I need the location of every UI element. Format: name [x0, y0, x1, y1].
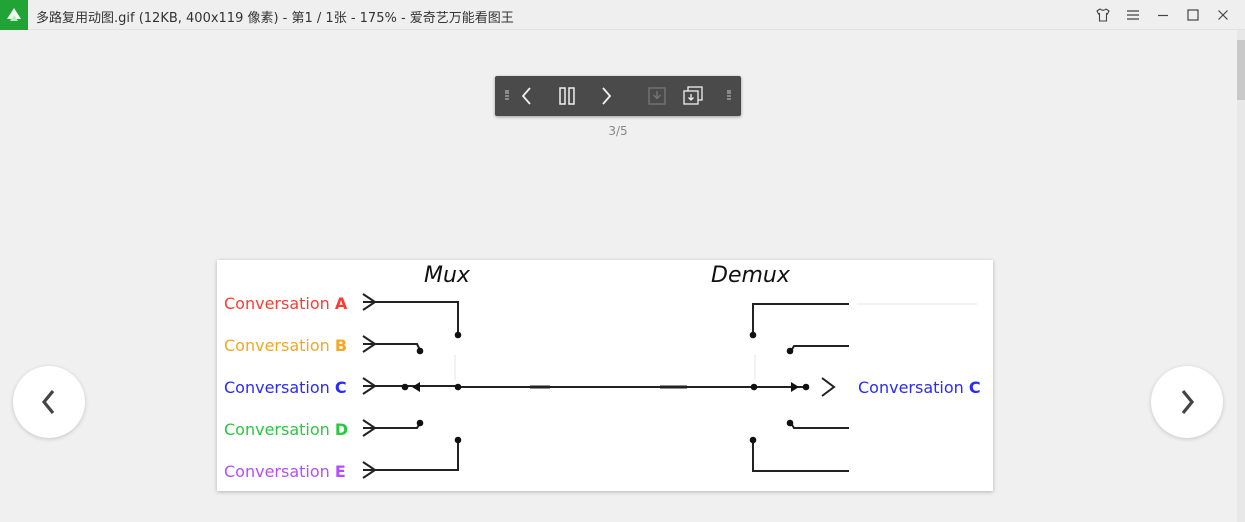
next-image-button[interactable]	[1151, 366, 1223, 438]
toolbar-grip-left-icon[interactable]	[505, 90, 509, 102]
previous-image-button[interactable]	[13, 366, 85, 438]
input-label-b: Conversation B	[224, 336, 347, 355]
chevron-left-icon	[41, 389, 55, 415]
output-label: Conversation C	[858, 378, 981, 397]
toolbar-grip-right-icon[interactable]	[727, 90, 731, 102]
previous-frame-button[interactable]	[515, 84, 539, 108]
input-labels: Conversation A Conversation B Conversation…	[224, 294, 348, 481]
mux-label: Mux	[424, 263, 471, 288]
save-all-frames-icon[interactable]	[681, 84, 705, 108]
minimize-icon[interactable]	[1151, 4, 1175, 26]
viewer-toolbar	[495, 76, 741, 116]
demux-label: Demux	[711, 263, 791, 288]
skin-icon[interactable]	[1091, 4, 1115, 26]
pause-button[interactable]	[555, 84, 579, 108]
maximize-icon[interactable]	[1181, 4, 1205, 26]
menu-icon[interactable]	[1121, 4, 1145, 26]
scrollbar-thumb[interactable]	[1237, 40, 1245, 100]
chevron-right-icon	[1181, 389, 1195, 415]
close-icon[interactable]	[1211, 4, 1235, 26]
arrow-out-icon	[821, 377, 836, 397]
window-controls	[1091, 4, 1235, 26]
input-label-e: Conversation E	[224, 462, 346, 481]
next-frame-button[interactable]	[594, 84, 618, 108]
input-label-c: Conversation C	[224, 378, 347, 397]
vertical-scrollbar[interactable]	[1237, 30, 1245, 522]
frame-counter: 3/5	[608, 124, 628, 138]
title-bar: 多路复用动图.gif (12KB, 400x119 像素) - 第1 / 1张 …	[0, 0, 1245, 30]
save-frame-icon[interactable]	[645, 84, 669, 108]
input-label-d: Conversation D	[224, 420, 348, 439]
input-label-a: Conversation A	[224, 294, 348, 313]
window-title: 多路复用动图.gif (12KB, 400x119 像素) - 第1 / 1张 …	[36, 11, 514, 26]
app-logo-icon	[0, 0, 28, 30]
